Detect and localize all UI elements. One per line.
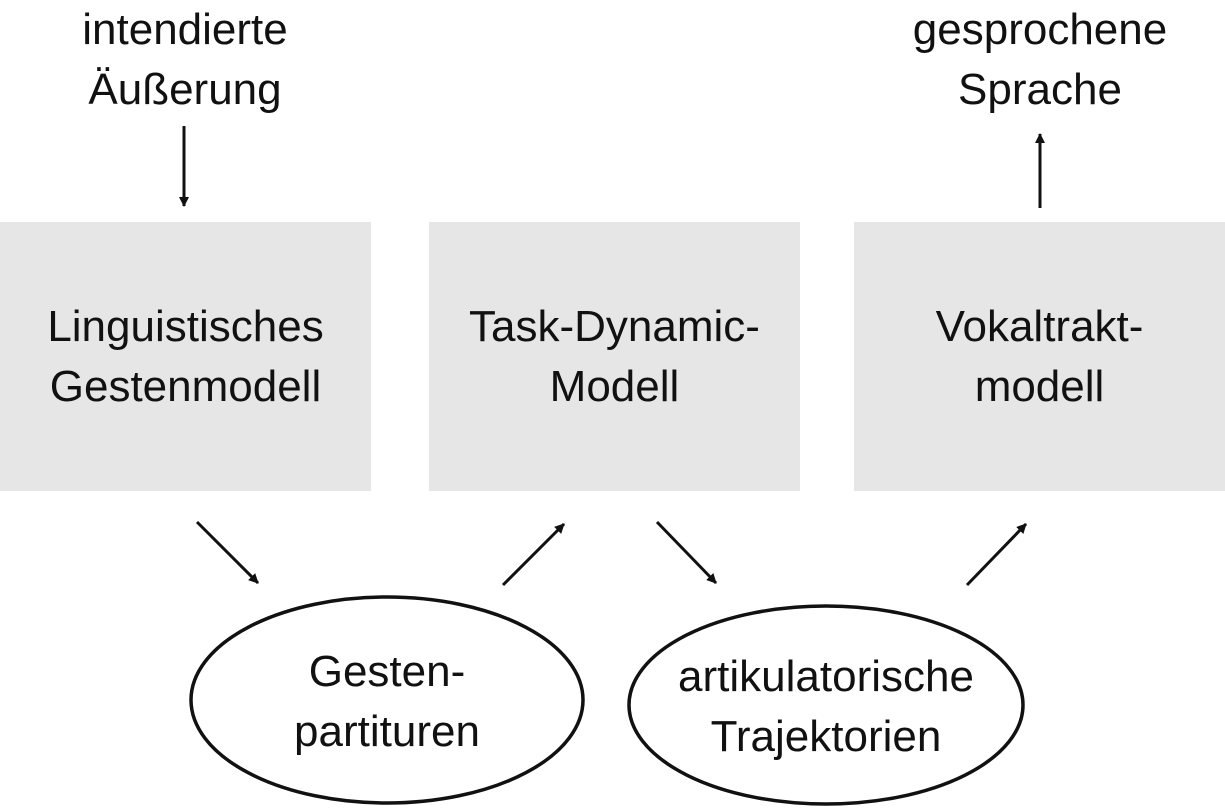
input-label-line-1: intendierte	[82, 5, 288, 54]
ellipse-2-line-2: Trajektorien	[710, 712, 942, 761]
ellipse-1-line-2: partituren	[294, 707, 480, 756]
arrow-ellipse2-to-box3	[965, 522, 1028, 587]
box-2-line-1: Task-Dynamic-	[469, 301, 760, 351]
box-2-line-2: Modell	[549, 361, 680, 411]
arrow-box2-to-ellipse2	[655, 520, 718, 585]
box-3-line-2: modell	[974, 361, 1105, 411]
box-1-line-1: Linguistisches	[47, 301, 324, 351]
box-vocal-tract-model: Vokaltrakt- modell	[854, 222, 1225, 491]
input-label: intendierte Äußerung	[45, 0, 325, 120]
output-label-line-1: gesprochene	[912, 5, 1168, 54]
ellipse-2-label: artikulatorische Trajektorien	[636, 645, 1016, 769]
arrow-ellipse1-to-box2	[501, 522, 566, 587]
box-3-line-1: Vokaltrakt-	[935, 301, 1144, 351]
ellipse-1-label: Gesten- partituren	[197, 640, 577, 764]
ellipse-2-line-1: artikulatorische	[678, 652, 974, 701]
box-linguistic-gesture-model: Linguistisches Gestenmodell	[0, 222, 371, 491]
ellipse-1-line-1: Gesten-	[308, 647, 466, 696]
ellipse-gesture-scores	[189, 595, 585, 805]
input-label-line-2: Äußerung	[88, 65, 282, 114]
arrow-box1-to-ellipse1	[195, 520, 260, 585]
output-label-line-2: Sprache	[958, 65, 1122, 114]
ellipse-articulatory-trajectories	[627, 604, 1025, 806]
output-label: gesprochene Sprache	[885, 0, 1195, 120]
box-task-dynamic-model: Task-Dynamic- Modell	[429, 222, 800, 491]
box-1-line-2: Gestenmodell	[49, 361, 322, 411]
